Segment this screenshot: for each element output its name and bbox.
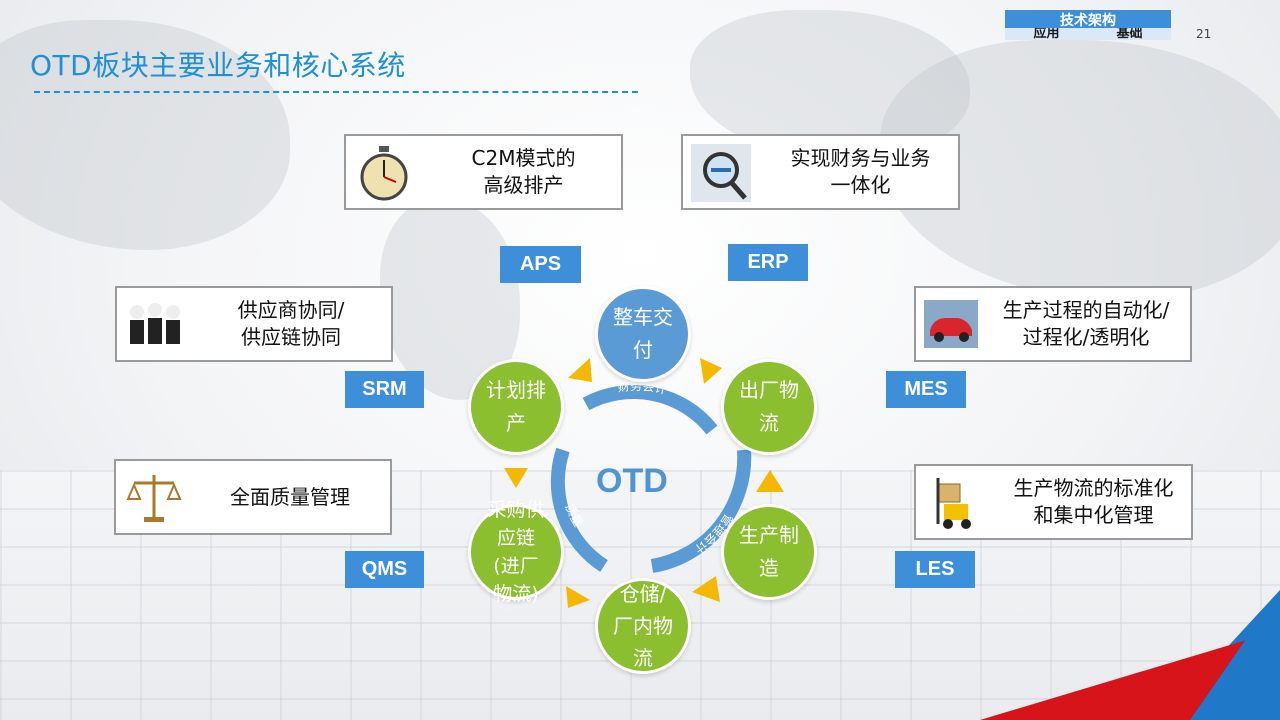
- tech-application-label[interactable]: 应用: [1005, 28, 1088, 40]
- page-number: 21: [1196, 27, 1212, 41]
- mes-desc-box: 生产过程的自动化/ 过程化/透明化: [914, 286, 1192, 362]
- people-icon: [125, 296, 185, 354]
- node-procurement: 采购供 应链 (进厂 物流): [468, 499, 564, 605]
- srm-tag: SRM: [345, 371, 424, 408]
- tech-architecture-label: 技术架构: [1060, 13, 1116, 29]
- tech-base-label[interactable]: 基础: [1088, 28, 1171, 40]
- node-warehousing: 仓储/ 厂内物 流: [595, 578, 691, 674]
- stopwatch-icon: [354, 144, 414, 202]
- tech-architecture-badge[interactable]: 技术架构 应用 基础: [1005, 10, 1171, 40]
- srm-desc-box: 供应商协同/ 供应链协同: [115, 286, 393, 362]
- corner-stripe: [980, 590, 1280, 720]
- aps-desc-text: C2M模式的 高级排产: [471, 146, 576, 197]
- les-desc-text: 生产物流的标准化 和集中化管理: [1013, 476, 1174, 527]
- qms-desc-text: 全面质量管理: [230, 484, 350, 509]
- title-underline: [34, 91, 638, 93]
- node-outbound-logistics: 出厂物 流: [721, 359, 817, 455]
- aps-tag: APS: [500, 246, 581, 283]
- les-tag: LES: [895, 551, 975, 588]
- node-planning: 计划排 产: [468, 359, 564, 455]
- erp-tag: ERP: [728, 244, 808, 281]
- qms-desc-box: 全面质量管理: [114, 459, 392, 535]
- otd-center-label: OTD: [596, 462, 668, 500]
- scale-icon: [124, 469, 184, 527]
- car-icon: [924, 300, 978, 348]
- node-manufacturing: 生产制 造: [721, 504, 817, 600]
- world-map-shape: [0, 20, 290, 250]
- aps-desc-box: C2M模式的 高级排产: [344, 134, 623, 210]
- magnifier-icon: [691, 144, 751, 202]
- erp-desc-text: 实现财务与业务 一体化: [790, 146, 931, 197]
- les-desc-box: 生产物流的标准化 和集中化管理: [914, 464, 1193, 540]
- forklift-icon: [924, 474, 984, 532]
- srm-desc-text: 供应商协同/ 供应链协同: [237, 298, 345, 349]
- erp-desc-box: 实现财务与业务 一体化: [681, 134, 960, 210]
- mes-desc-text: 生产过程的自动化/ 过程化/透明化: [1002, 298, 1170, 349]
- node-vehicle-delivery: 整车交 付: [595, 286, 691, 382]
- page-title: OTD板块主要业务和核心系统: [30, 49, 406, 82]
- mes-tag: MES: [886, 371, 966, 408]
- qms-tag: QMS: [345, 551, 424, 588]
